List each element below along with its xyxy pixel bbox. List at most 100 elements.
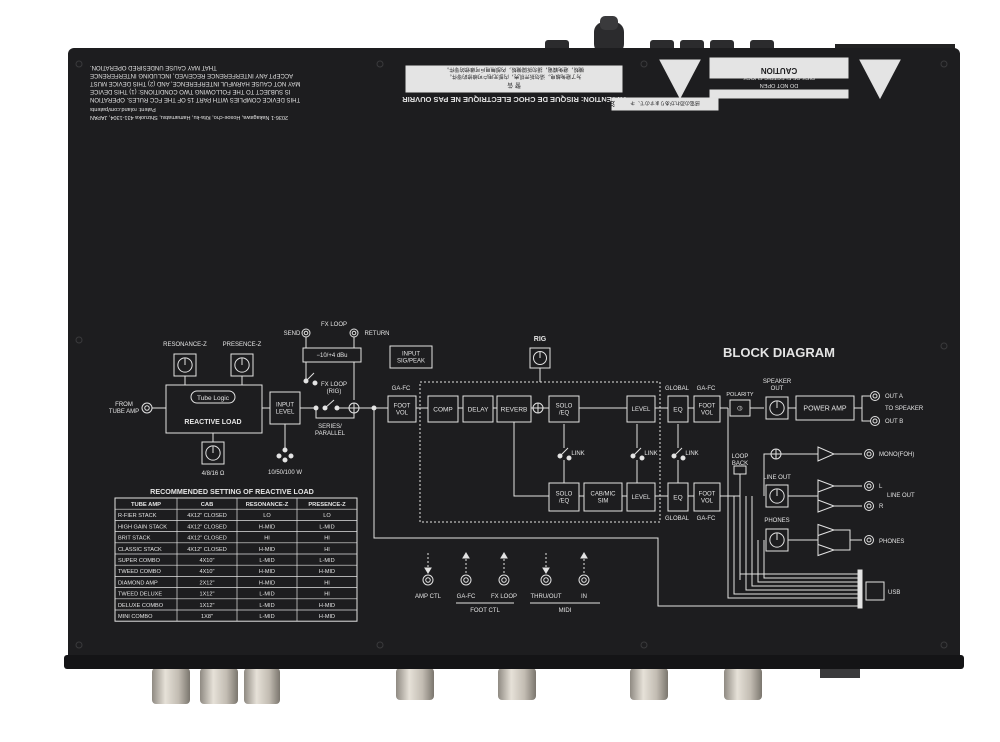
line-out-label: LINE OUT xyxy=(763,475,791,481)
jack-icon xyxy=(866,483,872,489)
screw-icon xyxy=(376,641,384,649)
series-parallel-label: SERIES/PARALLEL xyxy=(315,424,346,437)
signal-line xyxy=(513,422,549,497)
mono-foh-label: MONO(FOH) xyxy=(879,452,914,458)
delay-block-label: DELAY xyxy=(468,406,489,413)
foot-jack-label: IN xyxy=(581,594,587,600)
address-line: Patent: roland.com/patents xyxy=(90,106,156,112)
polarity-block-label: ⦶ xyxy=(737,405,742,412)
node-dot xyxy=(639,455,645,461)
jack-icon xyxy=(303,330,309,336)
caution-line: RISK OF ELECTRIC SHOCK xyxy=(743,74,815,80)
solo-eq-block xyxy=(548,395,580,423)
solo-eq-block-2-label: SOLO/EQ xyxy=(556,492,573,505)
level-block-2-label: LEVEL xyxy=(632,495,651,501)
signal-line xyxy=(834,540,851,551)
jack-icon xyxy=(351,330,357,336)
signal-line xyxy=(739,573,858,580)
delay-block xyxy=(462,395,494,423)
jack-icon xyxy=(866,451,872,457)
exclamation-warning-icon xyxy=(659,59,701,100)
table-cell: 1X12" xyxy=(199,592,214,598)
signal-line xyxy=(763,453,818,496)
jack-icon xyxy=(866,537,872,543)
jack-icon xyxy=(870,391,880,401)
node-dot xyxy=(566,455,572,461)
arrow-up-icon xyxy=(500,552,508,559)
usb-label: USB xyxy=(888,590,900,596)
jack-icon xyxy=(870,416,880,426)
power-amp-block-label: POWER AMP xyxy=(803,405,847,412)
eq-block-2-label: EQ xyxy=(673,494,682,501)
arrow-up-icon xyxy=(462,552,470,559)
solo-eq-block-label: SOLO/EQ xyxy=(556,404,573,417)
comp-block xyxy=(427,395,459,423)
l-label: L xyxy=(879,484,883,490)
attention-notice: ATTENTION: RISQUE DE CHOC ELECTRIQUE NE … xyxy=(402,65,626,104)
knob-icon xyxy=(769,532,785,548)
table-cell: 1X8" xyxy=(201,614,213,620)
jack-icon xyxy=(425,577,431,583)
table-cell: HI xyxy=(324,580,330,586)
arrow-up-icon xyxy=(580,552,588,559)
screw-icon xyxy=(940,641,948,649)
table-cell: DELUXE COMBO xyxy=(118,603,164,609)
notice-plate xyxy=(611,97,719,111)
line-out-right-label: LINE OUT xyxy=(887,493,915,499)
fx-loop-rig-label: FX LOOP(RIG) xyxy=(321,382,347,395)
screw-icon xyxy=(75,60,83,68)
table-cell: L-MID xyxy=(259,603,274,609)
jack-icon xyxy=(872,418,878,424)
table-header: CAB xyxy=(201,502,214,508)
screw-icon xyxy=(640,60,648,68)
jack-icon xyxy=(463,577,469,583)
warning-line: 为了避免触电，请勿拆开机壳，内部无用户可维修的零件。 xyxy=(447,73,582,81)
global-label-2: GLOBAL xyxy=(665,516,690,522)
table-cell: 4X12" CLOSED xyxy=(187,524,227,530)
ga-fc-label: GA-FC xyxy=(697,386,716,392)
foot-vol-block-2 xyxy=(693,395,721,423)
table-cell: H-MID xyxy=(259,569,275,575)
reactive-load-label: REACTIVE LOAD xyxy=(184,419,241,426)
fcc-line: IS SUBJECT TO THE FOLLOWING TWO CONDITIO… xyxy=(90,88,290,94)
jack-icon xyxy=(864,449,874,459)
amp-icon xyxy=(817,499,836,513)
foot-vol-block-3 xyxy=(693,482,721,512)
r-label: R xyxy=(879,504,884,510)
jack-icon xyxy=(578,574,590,586)
fcc-line: THIS DEVICE COMPLIES WITH PART 15 OF THE… xyxy=(90,96,300,102)
table-cell: 4X12" CLOSED xyxy=(187,536,227,542)
eq-block xyxy=(667,395,689,423)
signal-line xyxy=(751,496,858,587)
polarity-label: POLARITY xyxy=(726,392,754,398)
node-dot xyxy=(282,457,288,463)
level-switch-block-label: −10/+4 dBu xyxy=(316,353,347,359)
level-block xyxy=(626,395,656,423)
signal-line xyxy=(861,408,870,422)
jack-icon xyxy=(872,393,878,399)
fcc-notice: THIS DEVICE COMPLIES WITH PART 15 OF THE… xyxy=(90,64,301,120)
notice-title: 注 意 xyxy=(601,100,615,108)
table-frame xyxy=(114,497,358,622)
global-label: GLOBAL xyxy=(665,386,690,392)
silkscreen: THIS DEVICE COMPLIES WITH PART 15 OF THE… xyxy=(75,57,948,649)
table-cell: HIGH GAIN STACK xyxy=(118,524,167,530)
ga-fc-label: GA-FC xyxy=(392,386,411,392)
table-header: PRESENCE-Z xyxy=(308,502,346,508)
chassis-panel xyxy=(68,48,960,668)
signal-line xyxy=(315,408,355,419)
table-cell: H-MID xyxy=(319,569,335,575)
table-cell: R-FIER STACK xyxy=(118,513,157,519)
jack-icon xyxy=(864,481,874,491)
attention-text: ATTENTION: RISQUE DE CHOC ELECTRIQUE NE … xyxy=(402,95,626,104)
resonance-z-label: RESONANCE-Z xyxy=(163,342,207,348)
table-cell: LO xyxy=(323,513,331,519)
node-dot xyxy=(282,447,288,453)
out-b-label: OUT B xyxy=(885,419,903,425)
amp-icon xyxy=(817,479,836,493)
signal-line xyxy=(834,529,862,541)
